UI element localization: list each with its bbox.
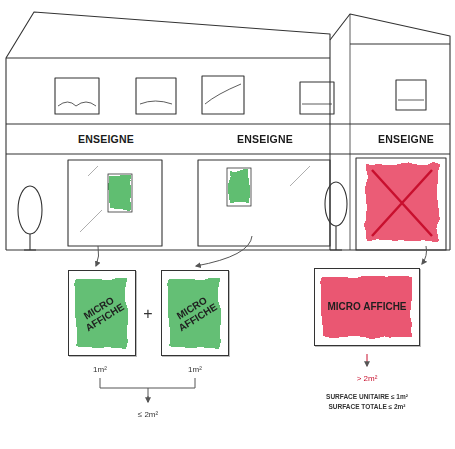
- sign-text: ENSEIGNE: [378, 133, 434, 145]
- pointer-arrow: [196, 236, 252, 266]
- poster-text: MICRO AFFICHE: [324, 302, 410, 313]
- area-label: ≤ 2m²: [138, 410, 158, 419]
- window: [300, 82, 334, 114]
- rule-note: SURFACE UNITAIRE ≤ 1m²: [326, 393, 408, 400]
- poster-blob: [322, 276, 411, 337]
- area-label: > 2m²: [357, 374, 378, 383]
- window-poster-frame: [108, 174, 132, 212]
- poster-frame: MICRO AFFICHE: [161, 270, 229, 356]
- sum-bracket: [100, 378, 195, 402]
- sign-text: ENSEIGNE: [237, 133, 293, 145]
- shop-sign: ENSEIGNE: [75, 132, 137, 146]
- pointer-arrow: [422, 246, 427, 264]
- pointer-arrow: [96, 246, 99, 266]
- glass-reflection: [80, 166, 310, 232]
- shop-window: [356, 158, 446, 250]
- window: [396, 80, 426, 110]
- building-outline: [330, 14, 450, 250]
- window: [55, 78, 99, 114]
- roof-line: [6, 57, 330, 58]
- window: [136, 78, 176, 114]
- tree: [18, 186, 42, 234]
- roof-line: [350, 43, 450, 44]
- window-poster: [366, 164, 438, 240]
- sum-arrow: [148, 396, 149, 402]
- tree-trunk: [330, 226, 342, 250]
- sign-band: [6, 124, 450, 154]
- shop-sign: ENSEIGNE: [375, 132, 437, 146]
- window-poster-frame: [227, 168, 251, 206]
- rule-note: SURFACE TOTALE ≤ 2m²: [328, 403, 405, 410]
- window-plants: [58, 84, 424, 106]
- window-poster: [110, 176, 130, 210]
- window-poster: [229, 170, 249, 204]
- building-outline: [6, 12, 330, 250]
- window: [202, 76, 244, 114]
- poster-frame: MICRO AFFICHE: [314, 268, 420, 346]
- area-label: 1m²: [93, 365, 107, 374]
- result-arrow: [367, 354, 368, 366]
- shop-window: [198, 160, 330, 246]
- tree-trunk: [24, 234, 36, 250]
- shop-sign: ENSEIGNE: [234, 132, 296, 146]
- poster-frame: MICRO AFFICHE: [68, 270, 136, 356]
- shop-window: [68, 160, 162, 246]
- plus-sign: +: [143, 305, 152, 323]
- cross-mark: [372, 170, 432, 236]
- tree: [325, 182, 347, 226]
- wall-line: [350, 14, 351, 250]
- ground-line: [6, 249, 450, 250]
- sign-text: ENSEIGNE: [78, 133, 134, 145]
- area-label: 1m²: [188, 365, 202, 374]
